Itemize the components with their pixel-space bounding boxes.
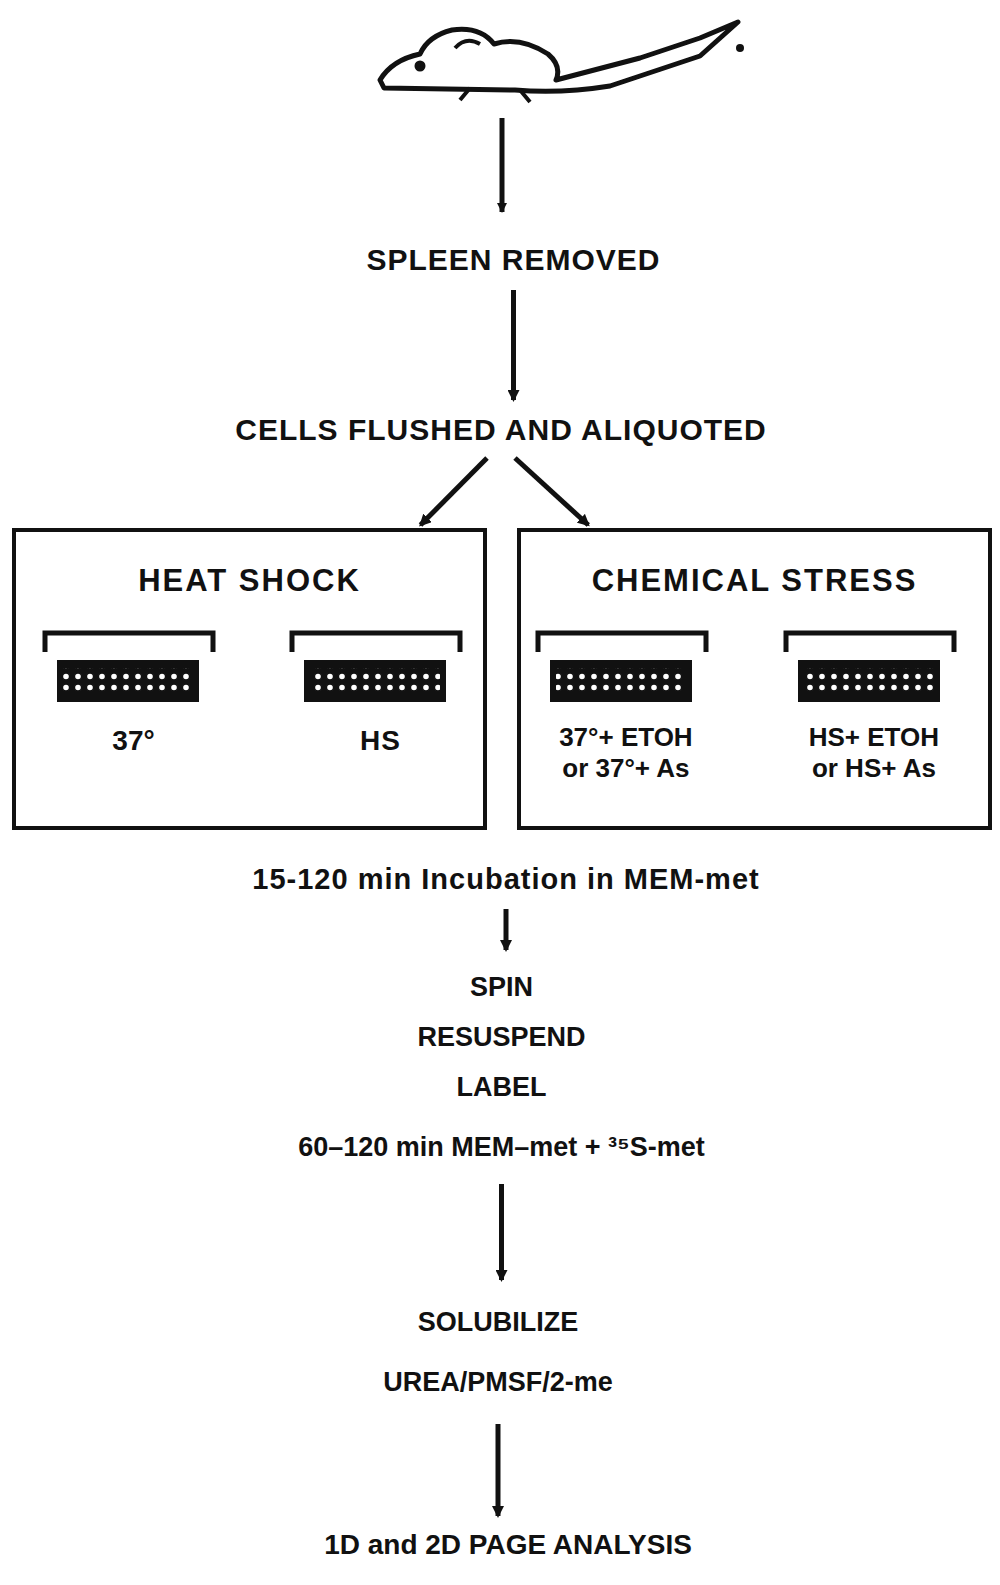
step-label: 1D and 2D PAGE ANALYSIS bbox=[323, 1528, 693, 1562]
step-label: CELLS FLUSHED AND ALIQUOTED bbox=[234, 412, 768, 448]
step-label: 37° bbox=[111, 724, 156, 758]
flow-arrow bbox=[496, 1424, 501, 1516]
culture-dish bbox=[786, 633, 954, 702]
flow-arrow bbox=[511, 290, 516, 400]
step-text: HS bbox=[359, 724, 402, 758]
step-text: 37° bbox=[111, 724, 156, 758]
step-text: 15-120 min Incubation in MEM-met bbox=[251, 862, 761, 897]
step-text: SOLUBILIZE bbox=[382, 1292, 614, 1352]
flow-arrow bbox=[515, 458, 588, 525]
culture-dish bbox=[292, 633, 460, 702]
step-label: 15-120 min Incubation in MEM-met bbox=[251, 862, 761, 897]
step-text: SPIN bbox=[297, 962, 706, 1012]
culture-dish bbox=[538, 633, 706, 702]
step-text: 60–120 min MEM–met + ³⁵S-met bbox=[297, 1122, 706, 1172]
group-box: CHEMICAL STRESS 37°+ ETOH or 37°+ As HS+ E… bbox=[517, 528, 992, 830]
step-label: SOLUBILIZEUREA/PMSF/2-me bbox=[382, 1292, 614, 1412]
culture-dish bbox=[45, 633, 213, 702]
mouse-drawing bbox=[380, 22, 738, 102]
step-text: LABEL bbox=[297, 1062, 706, 1112]
step-text: UREA/PMSF/2-me bbox=[382, 1352, 614, 1412]
step-text: CELLS FLUSHED AND ALIQUOTED bbox=[234, 412, 768, 448]
speck bbox=[736, 44, 744, 52]
step-text: 37°+ ETOH or 37°+ As bbox=[557, 722, 695, 784]
step-text: HS+ ETOH or HS+ As bbox=[805, 722, 943, 784]
step-label: SPINRESUSPENDLABEL 60–120 min MEM–met + ³… bbox=[297, 962, 706, 1172]
flow-arrow bbox=[421, 458, 488, 525]
step-label: 37°+ ETOH or 37°+ As bbox=[557, 722, 695, 784]
step-text: RESUSPEND bbox=[297, 1012, 706, 1062]
group-heading: CHEMICAL STRESS bbox=[521, 562, 988, 599]
step-label: SPLEEN REMOVED bbox=[365, 242, 662, 278]
step-text: 1D and 2D PAGE ANALYSIS bbox=[323, 1528, 693, 1562]
flow-arrow bbox=[499, 1184, 504, 1280]
group-box: HEAT SHOCK 37° HS bbox=[12, 528, 487, 830]
flow-arrow bbox=[504, 909, 509, 950]
step-label: HS bbox=[359, 724, 402, 758]
flow-arrow bbox=[500, 118, 505, 212]
step-label: HS+ ETOH or HS+ As bbox=[805, 722, 943, 784]
step-text: SPLEEN REMOVED bbox=[365, 242, 662, 278]
group-heading: HEAT SHOCK bbox=[16, 562, 483, 599]
